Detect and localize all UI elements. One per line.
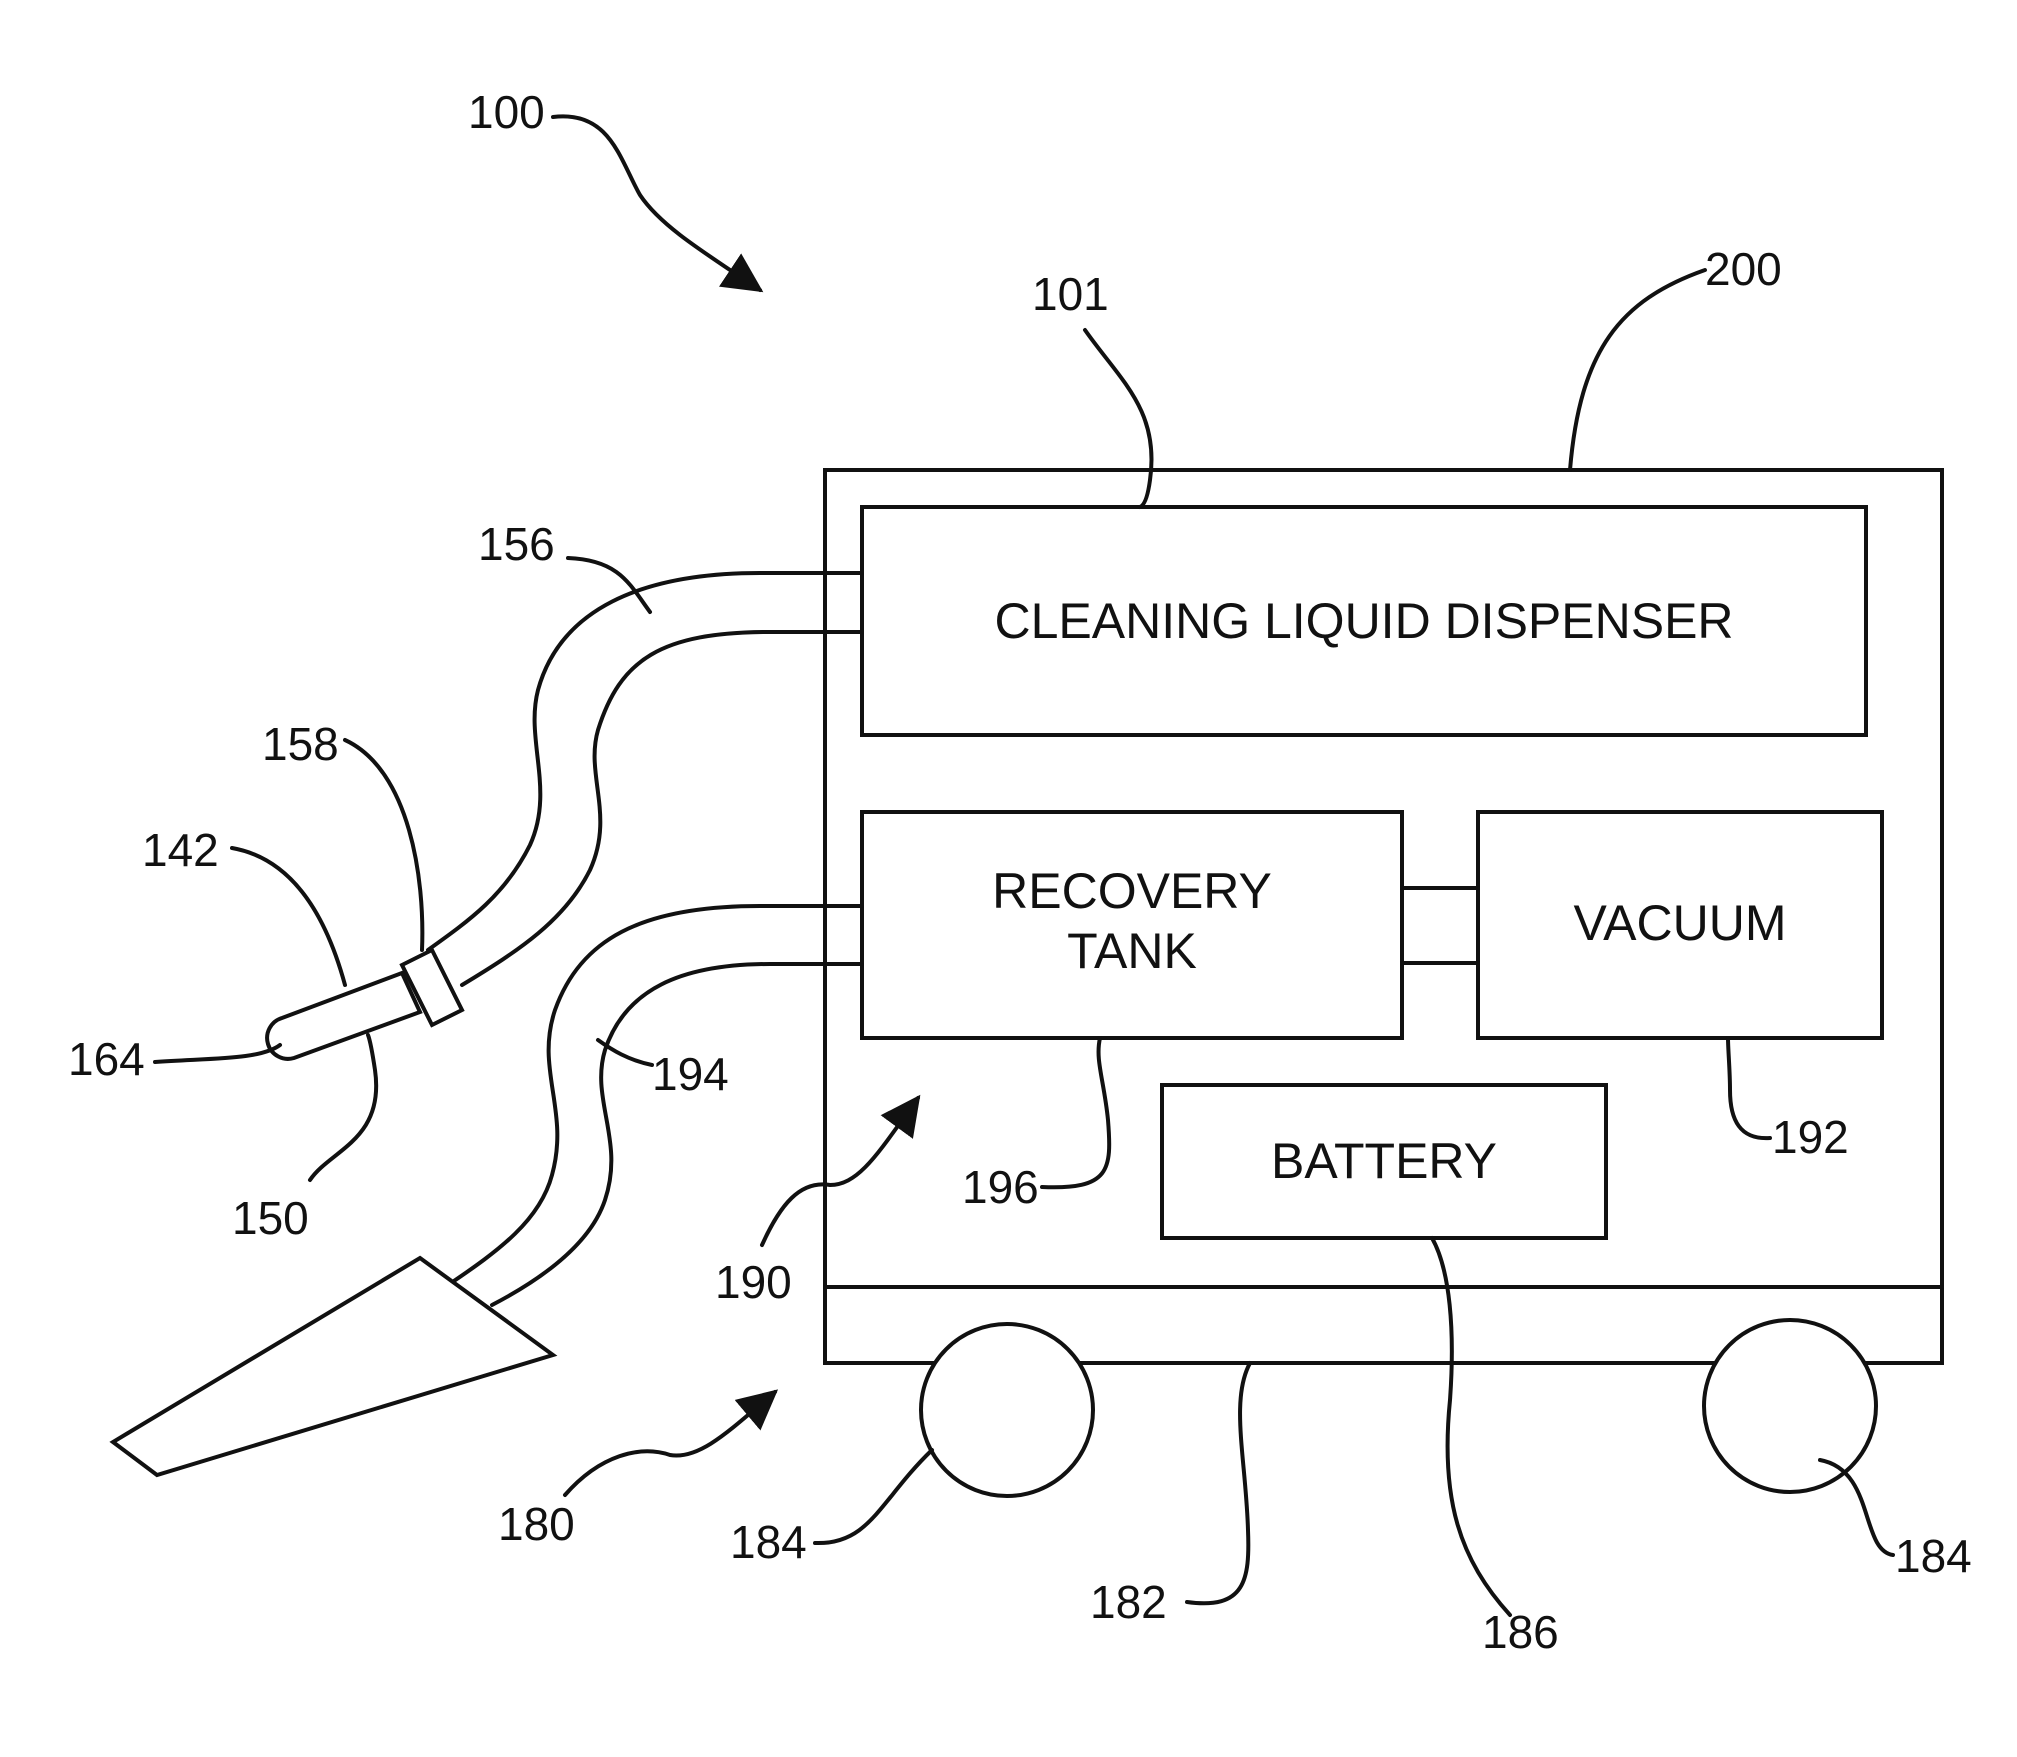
ref-182: 182 <box>1090 1576 1167 1628</box>
ref-142: 142 <box>142 824 219 876</box>
ref-196: 196 <box>962 1161 1039 1213</box>
dispenser-label: CLEANING LIQUID DISPENSER <box>994 593 1733 649</box>
supply-hose-outer <box>428 573 862 950</box>
ref-180: 180 <box>498 1498 575 1550</box>
leader-150 <box>310 1035 376 1180</box>
floor-tool <box>113 1258 553 1475</box>
ref-164: 164 <box>68 1033 145 1085</box>
leader-142 <box>232 848 345 985</box>
leader-100 <box>553 116 760 290</box>
recovery-tank-label-line2: TANK <box>1067 923 1197 979</box>
ref-150: 150 <box>232 1192 309 1244</box>
ref-190: 190 <box>715 1256 792 1308</box>
wheel-left <box>921 1324 1093 1496</box>
leader-200 <box>1570 270 1705 470</box>
vacuum-label: VACUUM <box>1574 895 1787 951</box>
leader-180 <box>565 1392 775 1495</box>
leader-158 <box>345 740 422 950</box>
ref-194: 194 <box>652 1048 729 1100</box>
ref-186: 186 <box>1482 1606 1559 1658</box>
recovery-tank-label-line1: RECOVERY <box>992 863 1272 919</box>
leader-182 <box>1187 1363 1250 1603</box>
battery-label: BATTERY <box>1271 1133 1497 1189</box>
wheel-right <box>1704 1320 1876 1492</box>
ref-158: 158 <box>262 718 339 770</box>
ref-100: 100 <box>468 86 545 138</box>
supply-hose-inner <box>462 632 862 985</box>
ref-184-right: 184 <box>1895 1530 1972 1582</box>
leader-184-left <box>815 1450 932 1543</box>
ref-192: 192 <box>1772 1111 1849 1163</box>
ref-156: 156 <box>478 518 555 570</box>
ref-200: 200 <box>1705 243 1782 295</box>
ref-184-left: 184 <box>730 1516 807 1568</box>
ref-101: 101 <box>1032 268 1109 320</box>
recovery-hose-inner <box>492 964 862 1305</box>
leader-164 <box>155 1045 280 1062</box>
